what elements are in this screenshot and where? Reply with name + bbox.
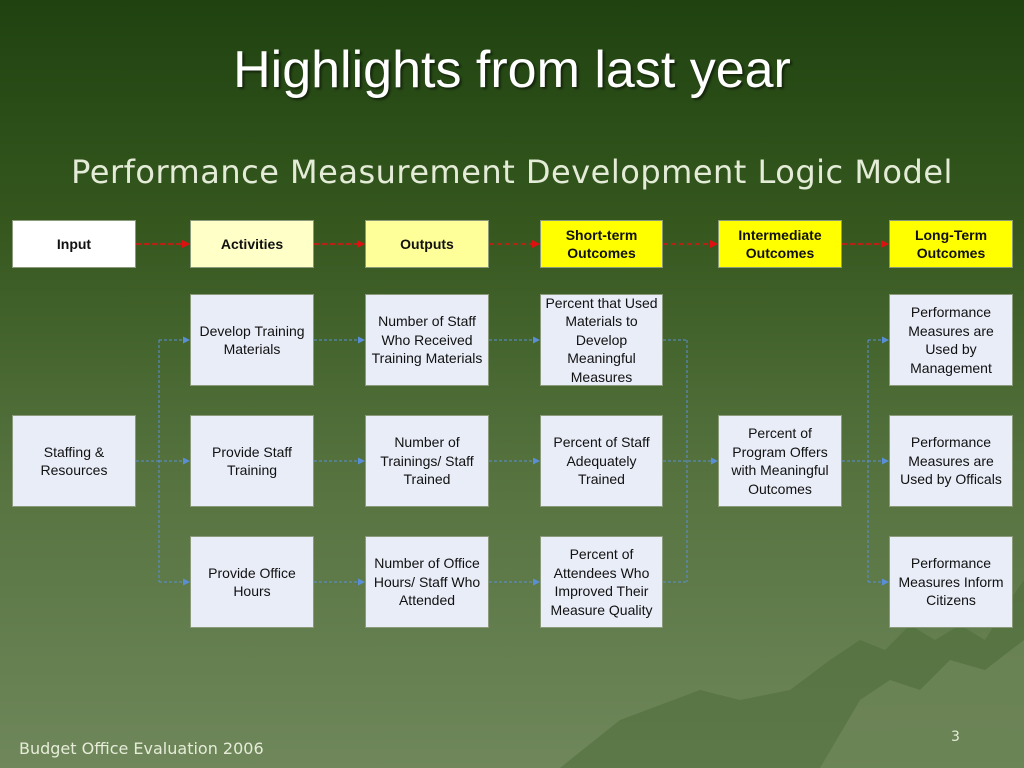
header-intermediate-outcomes: Intermediate Outcomes [718, 220, 842, 268]
activity-provide-staff-training: Provide Staff Training [190, 415, 314, 507]
output-staff-received-materials: Number of Staff Who Received Training Ma… [365, 294, 489, 386]
short-term-staff-trained: Percent of Staff Adequately Trained [540, 415, 663, 507]
page-number: 3 [951, 729, 960, 745]
short-term-used-materials: Percent that Used Materials to Develop M… [540, 294, 663, 386]
short-term-improved-quality: Percent of Attendees Who Improved Their … [540, 536, 663, 628]
header-outputs: Outputs [365, 220, 489, 268]
footer-text: Budget Office Evaluation 2006 [19, 739, 264, 758]
slide-subtitle: Performance Measurement Development Logi… [71, 153, 953, 191]
activity-develop-training-materials: Develop Training Materials [190, 294, 314, 386]
output-office-hours-attended: Number of Office Hours/ Staff Who Attend… [365, 536, 489, 628]
input-staffing-resources: Staffing & Resources [12, 415, 136, 507]
long-term-used-by-officals: Performance Measures are Used by Offical… [889, 415, 1013, 507]
activity-provide-office-hours: Provide Office Hours [190, 536, 314, 628]
header-long-term-outcomes: Long-Term Outcomes [889, 220, 1013, 268]
slide-title: Highlights from last year [233, 41, 791, 99]
header-activities: Activities [190, 220, 314, 268]
header-input: Input [12, 220, 136, 268]
intermediate-program-offers: Percent of Program Offers with Meaningfu… [718, 415, 842, 507]
mountain-decoration-light [820, 640, 1024, 768]
long-term-used-by-management: Performance Measures are Used by Managem… [889, 294, 1013, 386]
long-term-inform-citizens: Performance Measures Inform Citizens [889, 536, 1013, 628]
output-trainings-staff-trained: Number of Trainings/ Staff Trained [365, 415, 489, 507]
header-short-term-outcomes: Short-term Outcomes [540, 220, 663, 268]
